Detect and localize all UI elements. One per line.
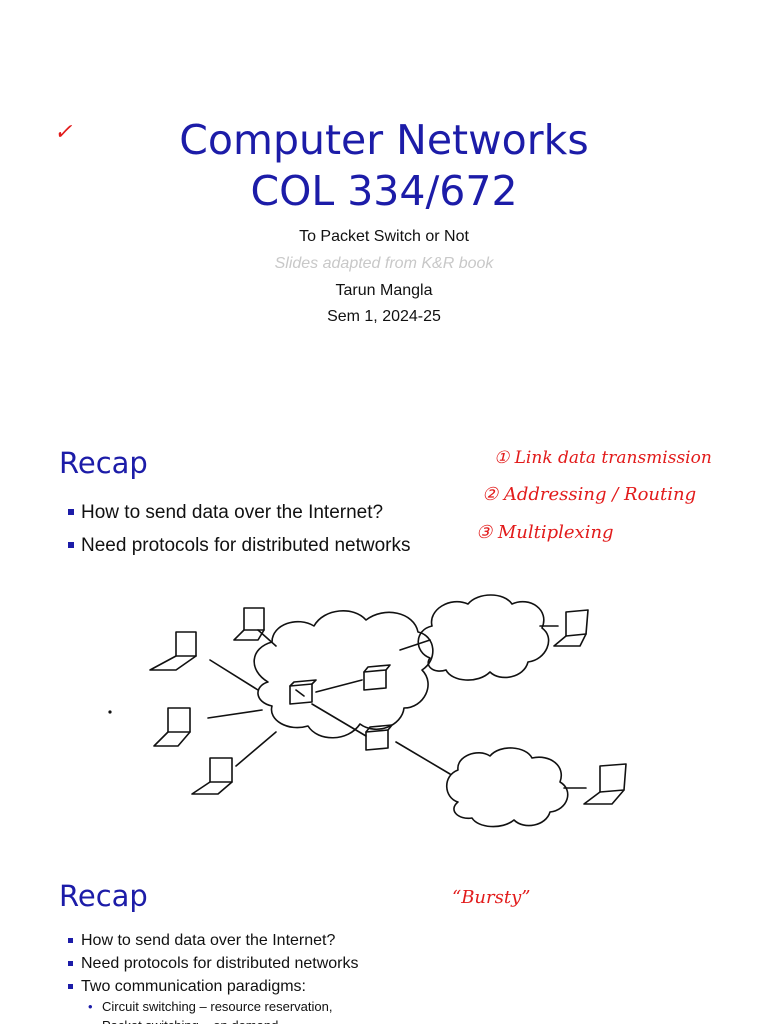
laptop-icon [233,607,265,641]
handwritten-note: ③ Multiplexing [476,522,614,543]
laptop-icon [553,609,589,647]
slide-credit: Slides adapted from K&R book [274,255,494,272]
sub-bullet-item: Circuit switching – resource reservation… [88,997,332,1016]
slide-heading: Recap [59,446,148,480]
cloud-core [253,610,434,739]
bullet-list: How to send data over the Internet? Need… [68,929,358,998]
sub-bullet-list: Circuit switching – resource reservation… [88,997,332,1024]
handwritten-note: “Bursty” [452,887,531,908]
slide-heading: Recap [59,879,148,913]
laptop-icon [149,631,197,671]
network-sketch [108,594,627,828]
laptop-icon [191,757,233,795]
handwritten-note: ② Addressing / Routing [482,484,697,505]
title-slide: ✓ Computer Networks COL 334/672 To Packe… [0,0,768,420]
laptop-icon [153,707,191,747]
cloud-bottom-right [445,747,569,828]
sub-bullet-item: Packet switching – on demand [88,1016,332,1024]
slide-author: Tarun Mangla [335,282,433,299]
slide-title-line1: Computer Networks [179,116,589,164]
bullet-item: How to send data over the Internet? [68,496,411,529]
bullet-list: How to send data over the Internet? Need… [68,496,411,562]
recap-slide-network: Recap How to send data over the Internet… [0,420,768,845]
slide-title-line2: COL 334/672 [250,167,518,215]
slide-subtitle: To Packet Switch or Not [299,228,469,245]
router-icon [363,664,391,691]
router-icon [289,679,317,705]
handwritten-note: ① Link data transmission [494,448,712,468]
bullet-item: Two communication paradigms: [68,975,358,998]
handwritten-check-mark: ✓ [54,120,73,145]
laptop-icon [583,763,627,805]
router-icon [365,724,393,751]
recap-slide-paradigms: Recap “Bursty” How to send data over the… [0,845,768,1024]
bullet-item: Need protocols for distributed networks [68,952,358,975]
cloud-top-right [417,594,550,681]
bullet-item: Need protocols for distributed networks [68,529,411,562]
slide-term: Sem 1, 2024-25 [327,308,441,325]
bullet-item: How to send data over the Internet? [68,929,358,952]
